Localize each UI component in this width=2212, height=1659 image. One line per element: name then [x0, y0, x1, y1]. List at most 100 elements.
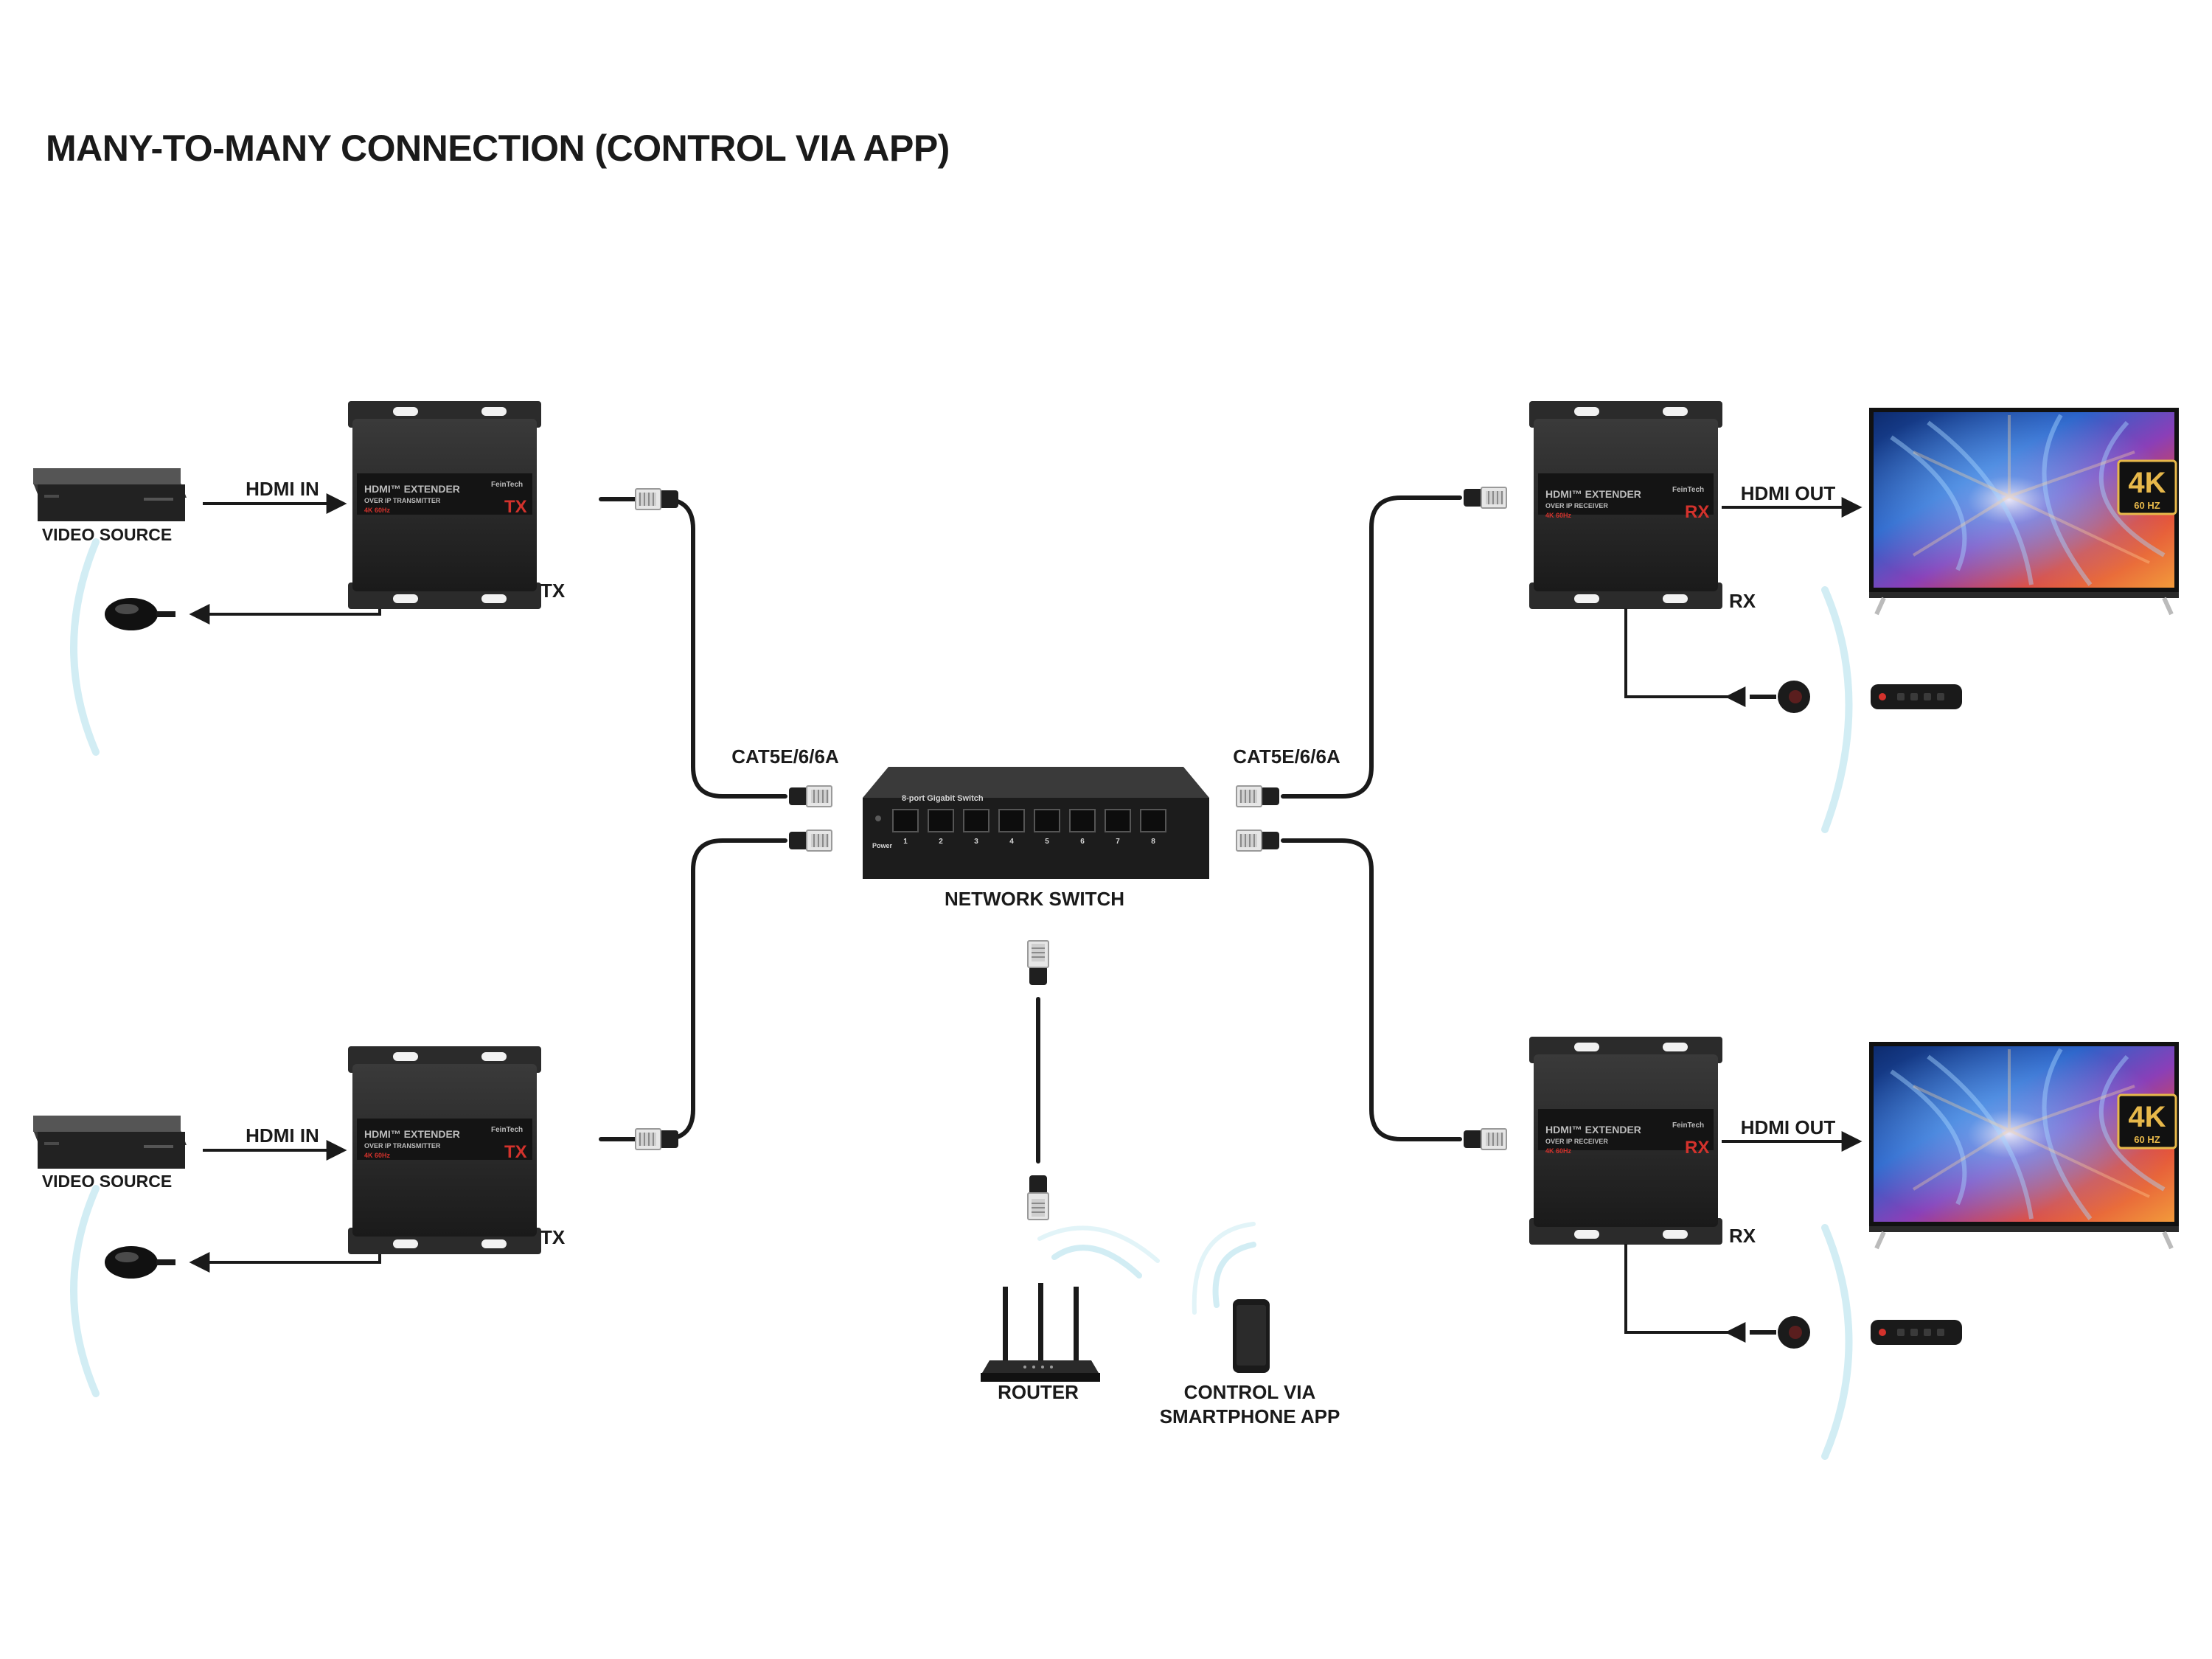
- tv-icon: [1869, 408, 2179, 614]
- tv-badge-sub: 60 HZ: [2134, 500, 2160, 511]
- rj45-tx1: [635, 488, 679, 510]
- smartphone-screen: [1237, 1305, 1266, 1366]
- cable-label-right: CAT5E/6/6A: [1233, 745, 1340, 768]
- switch-power-label: Power: [872, 842, 893, 849]
- tx-unit-subtitle: OVER IP TRANSMITTER: [364, 497, 441, 504]
- rj45-router-top: [1027, 940, 1049, 986]
- hdmi-in-label: HDMI IN: [246, 1124, 319, 1147]
- tx-unit-badge: TX: [504, 497, 527, 517]
- switch-port: 1: [892, 809, 919, 846]
- router-body: [982, 1360, 1099, 1373]
- ir-eye-icon: [105, 1246, 175, 1279]
- network-switch: 8-port Gigabit Switch Power 1 2 3 4 5 6 …: [863, 767, 1209, 879]
- tv-badge-main: 4K: [2128, 467, 2166, 499]
- router-antenna: [1038, 1283, 1043, 1360]
- ir-receiver-icon: [1750, 1316, 1810, 1349]
- rx-unit-brand: FeinTech: [1672, 486, 1704, 494]
- rx-label-1: RX: [1729, 590, 1756, 612]
- switch-port-number: 4: [1009, 838, 1014, 846]
- ir-line-rx2: [1624, 1244, 1729, 1334]
- remote-control-icon: [1871, 684, 1962, 709]
- video-source-icon: [33, 468, 187, 521]
- tx-unit-brand: FeinTech: [491, 481, 523, 489]
- tx-label-2: TX: [540, 1226, 566, 1248]
- tx-unit-subtitle: OVER IP TRANSMITTER: [364, 1142, 441, 1150]
- rx-unit-name: HDMI™ EXTENDER: [1545, 488, 1641, 500]
- tx-unit-spec: 4K 60Hz: [364, 507, 391, 514]
- rx-unit-subtitle: OVER IP RECEIVER: [1545, 502, 1608, 509]
- video-source-label: VIDEO SOURCE: [42, 525, 172, 544]
- rx-unit-badge: RX: [1685, 1138, 1709, 1158]
- rx-unit-2: HDMI™ EXTENDER OVER IP RECEIVER 4K 60Hz …: [1529, 1037, 1722, 1245]
- ir-receiver-icon: [1750, 681, 1810, 713]
- tx-unit-badge: TX: [504, 1142, 527, 1162]
- source-2: VIDEO SOURCE HDMI IN: [33, 1116, 381, 1279]
- rj45-switch-left-1: [788, 785, 832, 807]
- rj45-rx1: [1463, 487, 1507, 509]
- rj45-switch-right-2: [1236, 830, 1280, 852]
- switch-port-number: 8: [1151, 838, 1155, 846]
- control-label-line1: CONTROL VIA: [1184, 1381, 1316, 1403]
- cable-label-left: CAT5E/6/6A: [731, 745, 839, 768]
- rx-unit-name: HDMI™ EXTENDER: [1545, 1124, 1641, 1135]
- tv-badge-main: 4K: [2128, 1101, 2166, 1133]
- rj45-tx2: [635, 1128, 679, 1150]
- switch-port-number: 2: [939, 838, 943, 846]
- tx-label-1: TX: [540, 580, 566, 602]
- tx-unit-spec: 4K 60Hz: [364, 1152, 391, 1159]
- tx-unit-brand: FeinTech: [491, 1126, 523, 1134]
- video-source-icon: [33, 1116, 187, 1169]
- control-label-line2: SMARTPHONE APP: [1160, 1405, 1340, 1427]
- signal-wave-right-top: [1821, 586, 1853, 833]
- cable-switch-to-rx1: [1281, 495, 1462, 799]
- signal-wave-router-1: [1051, 1245, 1142, 1279]
- rx-unit-brand: FeinTech: [1672, 1121, 1704, 1130]
- source-1: VIDEO SOURCE HDMI IN: [33, 468, 381, 630]
- router: [981, 1283, 1100, 1382]
- tv-1: 4K 60 HZ: [1869, 408, 2179, 614]
- rj45-switch-left-2: [788, 830, 832, 852]
- rx-unit-1: HDMI™ EXTENDER OVER IP RECEIVER 4K 60Hz …: [1529, 401, 1722, 609]
- ir-eye-icon: [105, 598, 175, 630]
- rx-unit-spec: 4K 60Hz: [1545, 1147, 1572, 1155]
- rj45-switch-right-1: [1236, 785, 1280, 807]
- tx-unit-1: HDMI™ EXTENDER OVER IP TRANSMITTER 4K 60…: [348, 401, 541, 609]
- signal-wave-left-top: [70, 538, 100, 756]
- signal-wave-phone-2: [1192, 1222, 1256, 1315]
- switch-port: 6: [1069, 809, 1096, 846]
- rx-label-2: RX: [1729, 1225, 1756, 1247]
- signal-wave-router-2: [1037, 1225, 1160, 1263]
- ir-line-rx1: [1624, 608, 1729, 698]
- rx-unit-subtitle: OVER IP RECEIVER: [1545, 1138, 1608, 1145]
- diagram-title: MANY-TO-MANY CONNECTION (CONTROL VIA APP…: [46, 128, 950, 169]
- router-label: ROUTER: [998, 1381, 1079, 1403]
- switch-port-number: 5: [1045, 838, 1049, 846]
- cable-tx2-to-switch: [599, 838, 787, 1141]
- signal-wave-group: [70, 538, 1853, 1460]
- switch-port-number: 1: [903, 838, 908, 846]
- tx-unit-name: HDMI™ EXTENDER: [364, 483, 460, 495]
- switch-top: [863, 767, 1209, 798]
- tv-2: 4K 60 HZ: [1869, 1042, 2179, 1248]
- switch-port-number: 3: [974, 838, 978, 846]
- switch-power-led: [875, 815, 881, 821]
- rj45-rx2: [1463, 1128, 1507, 1150]
- tx-unit-2: HDMI™ EXTENDER OVER IP TRANSMITTER 4K 60…: [348, 1046, 541, 1254]
- signal-wave-right-bottom: [1821, 1224, 1853, 1460]
- smartphone: [1233, 1299, 1270, 1373]
- router-antenna: [1003, 1287, 1008, 1360]
- signal-wave-phone-1: [1212, 1242, 1256, 1308]
- hdmi-out-label: HDMI OUT: [1741, 1116, 1836, 1138]
- tv-badge-sub: 60 HZ: [2134, 1134, 2160, 1145]
- network-switch-label: NETWORK SWITCH: [945, 888, 1124, 910]
- tx-unit-name: HDMI™ EXTENDER: [364, 1128, 460, 1140]
- rx-unit-badge: RX: [1685, 502, 1709, 522]
- switch-port: 2: [928, 809, 954, 846]
- switch-name: 8-port Gigabit Switch: [902, 794, 984, 803]
- switch-port: 5: [1034, 809, 1060, 846]
- switch-port: 7: [1105, 809, 1131, 846]
- tv-icon: [1869, 1042, 2179, 1248]
- router-antenna: [1074, 1287, 1079, 1360]
- video-source-label: VIDEO SOURCE: [42, 1172, 172, 1191]
